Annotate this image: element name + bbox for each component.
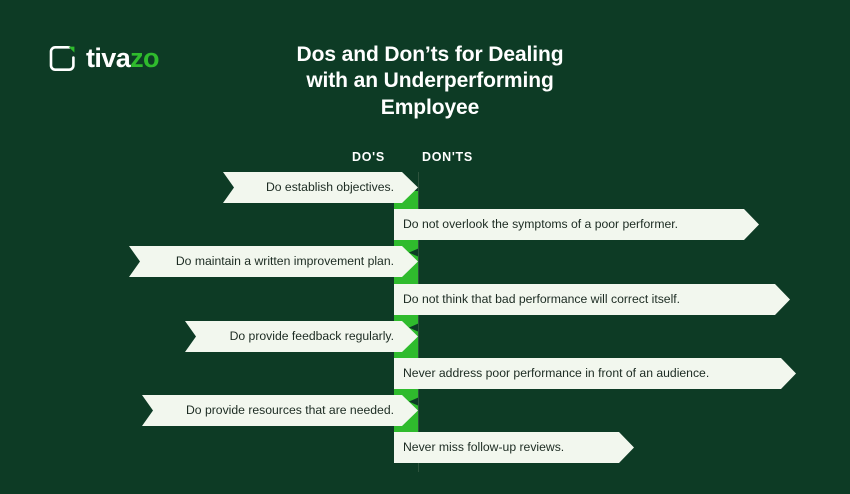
banner-donts-8[interactable]: Never miss follow-up reviews. [394,432,634,463]
column-header-donts: DON'TS [422,150,473,164]
banner-dos-3[interactable]: Do maintain a written improvement plan. [129,246,418,277]
banner-text: Do provide resources that are needed. [186,403,394,418]
banner-text: Do maintain a written improvement plan. [175,254,394,269]
column-header-dos: DO'S [352,150,385,164]
banner-donts-2[interactable]: Do not overlook the symptoms of a poor p… [394,209,759,240]
banner-donts-4[interactable]: Do not think that bad performance will c… [394,284,790,315]
banner-text: Do provide feedback regularly. [229,329,394,344]
banner-donts-6[interactable]: Never address poor performance in front … [394,358,796,389]
banner-text: Never address poor performance in front … [403,366,710,381]
banner-text: Never miss follow-up reviews. [403,440,565,455]
page-title-line-1: Dos and Don’ts for Dealing [296,43,564,66]
brand-wordmark-primary: tiva [86,43,131,73]
banner-text: Do not think that bad performance will c… [403,292,681,307]
page-title-line-3: Employee [380,95,480,119]
column-headers: DO'S DON'TS [0,150,850,170]
page-title: Dos and Don’ts for Dealing with an Under… [225,42,635,121]
banner-rows: Do establish objectives. Do not overlook … [0,172,850,482]
brand-wordmark-accent: zo [130,43,159,73]
brand-wordmark: tivazo [86,43,160,73]
banner-text: Do establish objectives. [265,180,394,195]
brand-logo[interactable]: tivazo [48,43,160,73]
page-title-line-2: with an Underperforming [306,69,554,93]
banner-dos-1[interactable]: Do establish objectives. [223,172,418,203]
banner-dos-7[interactable]: Do provide resources that are needed. [142,395,418,426]
banner-dos-5[interactable]: Do provide feedback regularly. [185,321,418,352]
center-spine-divider [418,172,419,472]
banner-text: Do not overlook the symptoms of a poor p… [403,217,679,232]
tivazo-square-icon [48,44,77,73]
